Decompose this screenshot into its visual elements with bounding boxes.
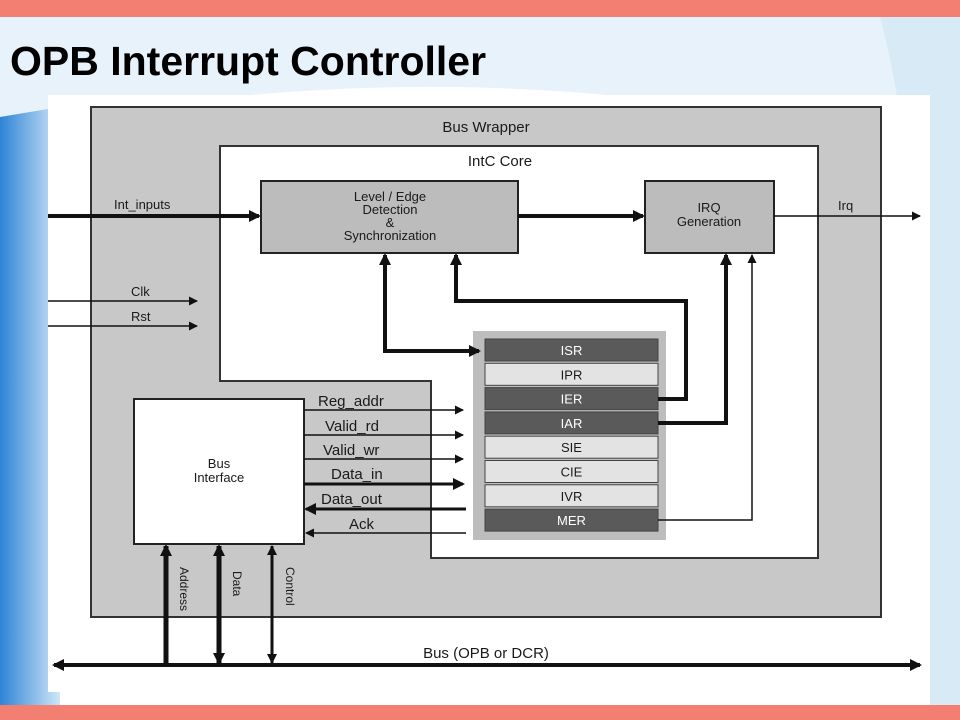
register-isr [484,338,659,362]
data-label: Data [230,571,244,597]
irq-label: Irq [838,198,853,213]
int-inputs-label: Int_inputs [114,197,171,212]
register-label-ipr: IPR [561,367,583,382]
bus-label: Bus (OPB or DCR) [423,645,549,662]
intc-core-label: IntC Core [468,153,532,170]
detection-line1: Level / Edge [354,189,426,204]
iar-to-irq-link [658,253,732,425]
bus-wrapper-label: Bus Wrapper [442,119,529,136]
register-ivr [484,484,659,508]
register-cie [484,460,659,483]
bus-interface-signals: Reg_addr Valid_rd Valid_wr Data_in Data_… [304,393,466,538]
rst-label: Rst [131,309,151,324]
register-label-ier: IER [561,392,583,407]
irq-generation-block [644,180,775,254]
ier-to-detection-link [450,253,688,401]
reg-addr-label: Reg_addr [318,393,384,410]
block-diagram: Bus Wrapper IntC Core Level / Edge Detec… [48,106,922,671]
bus-interface-line1: Bus [208,456,231,471]
register-sie [484,435,659,459]
data-out-label: Data_out [321,491,383,508]
detection-line2: Detection [363,202,418,217]
register-label-sie: SIE [561,440,582,455]
valid-rd-label: Valid_rd [325,418,379,435]
register-ipr [484,362,659,386]
ack-label: Ack [349,516,375,533]
slide-title: OPB Interrupt Controller [10,38,487,84]
valid-wr-label: Valid_wr [323,442,379,459]
block-diagram-figure: Bus Wrapper IntC Core Level / Edge Detec… [48,95,930,692]
address-label: Address [177,567,191,611]
irq-line1: IRQ [697,200,720,215]
detection-line4: Synchronization [344,228,437,243]
register-label-ivr: IVR [561,489,583,504]
register-label-mer: MER [557,513,586,528]
register-label-iar: IAR [561,416,583,431]
detection-line3: & [386,215,395,230]
bus-interface-line2: Interface [194,470,245,485]
mer-to-irq-link [658,254,757,521]
detection-block [260,180,519,254]
register-stack: ISR IPR IER IAR SIE CIE IVR MER [484,338,659,532]
clk-label: Clk [131,284,150,299]
irq-line2: Generation [677,214,741,229]
bus-interface-block [133,398,305,545]
control-label: Control [283,567,297,606]
register-label-cie: CIE [561,465,583,480]
bottom-accent-bar [0,705,960,720]
top-accent-bar [0,0,960,17]
data-in-label: Data_in [331,466,383,483]
isr-detection-link [379,253,481,357]
register-label-isr: ISR [561,343,583,358]
